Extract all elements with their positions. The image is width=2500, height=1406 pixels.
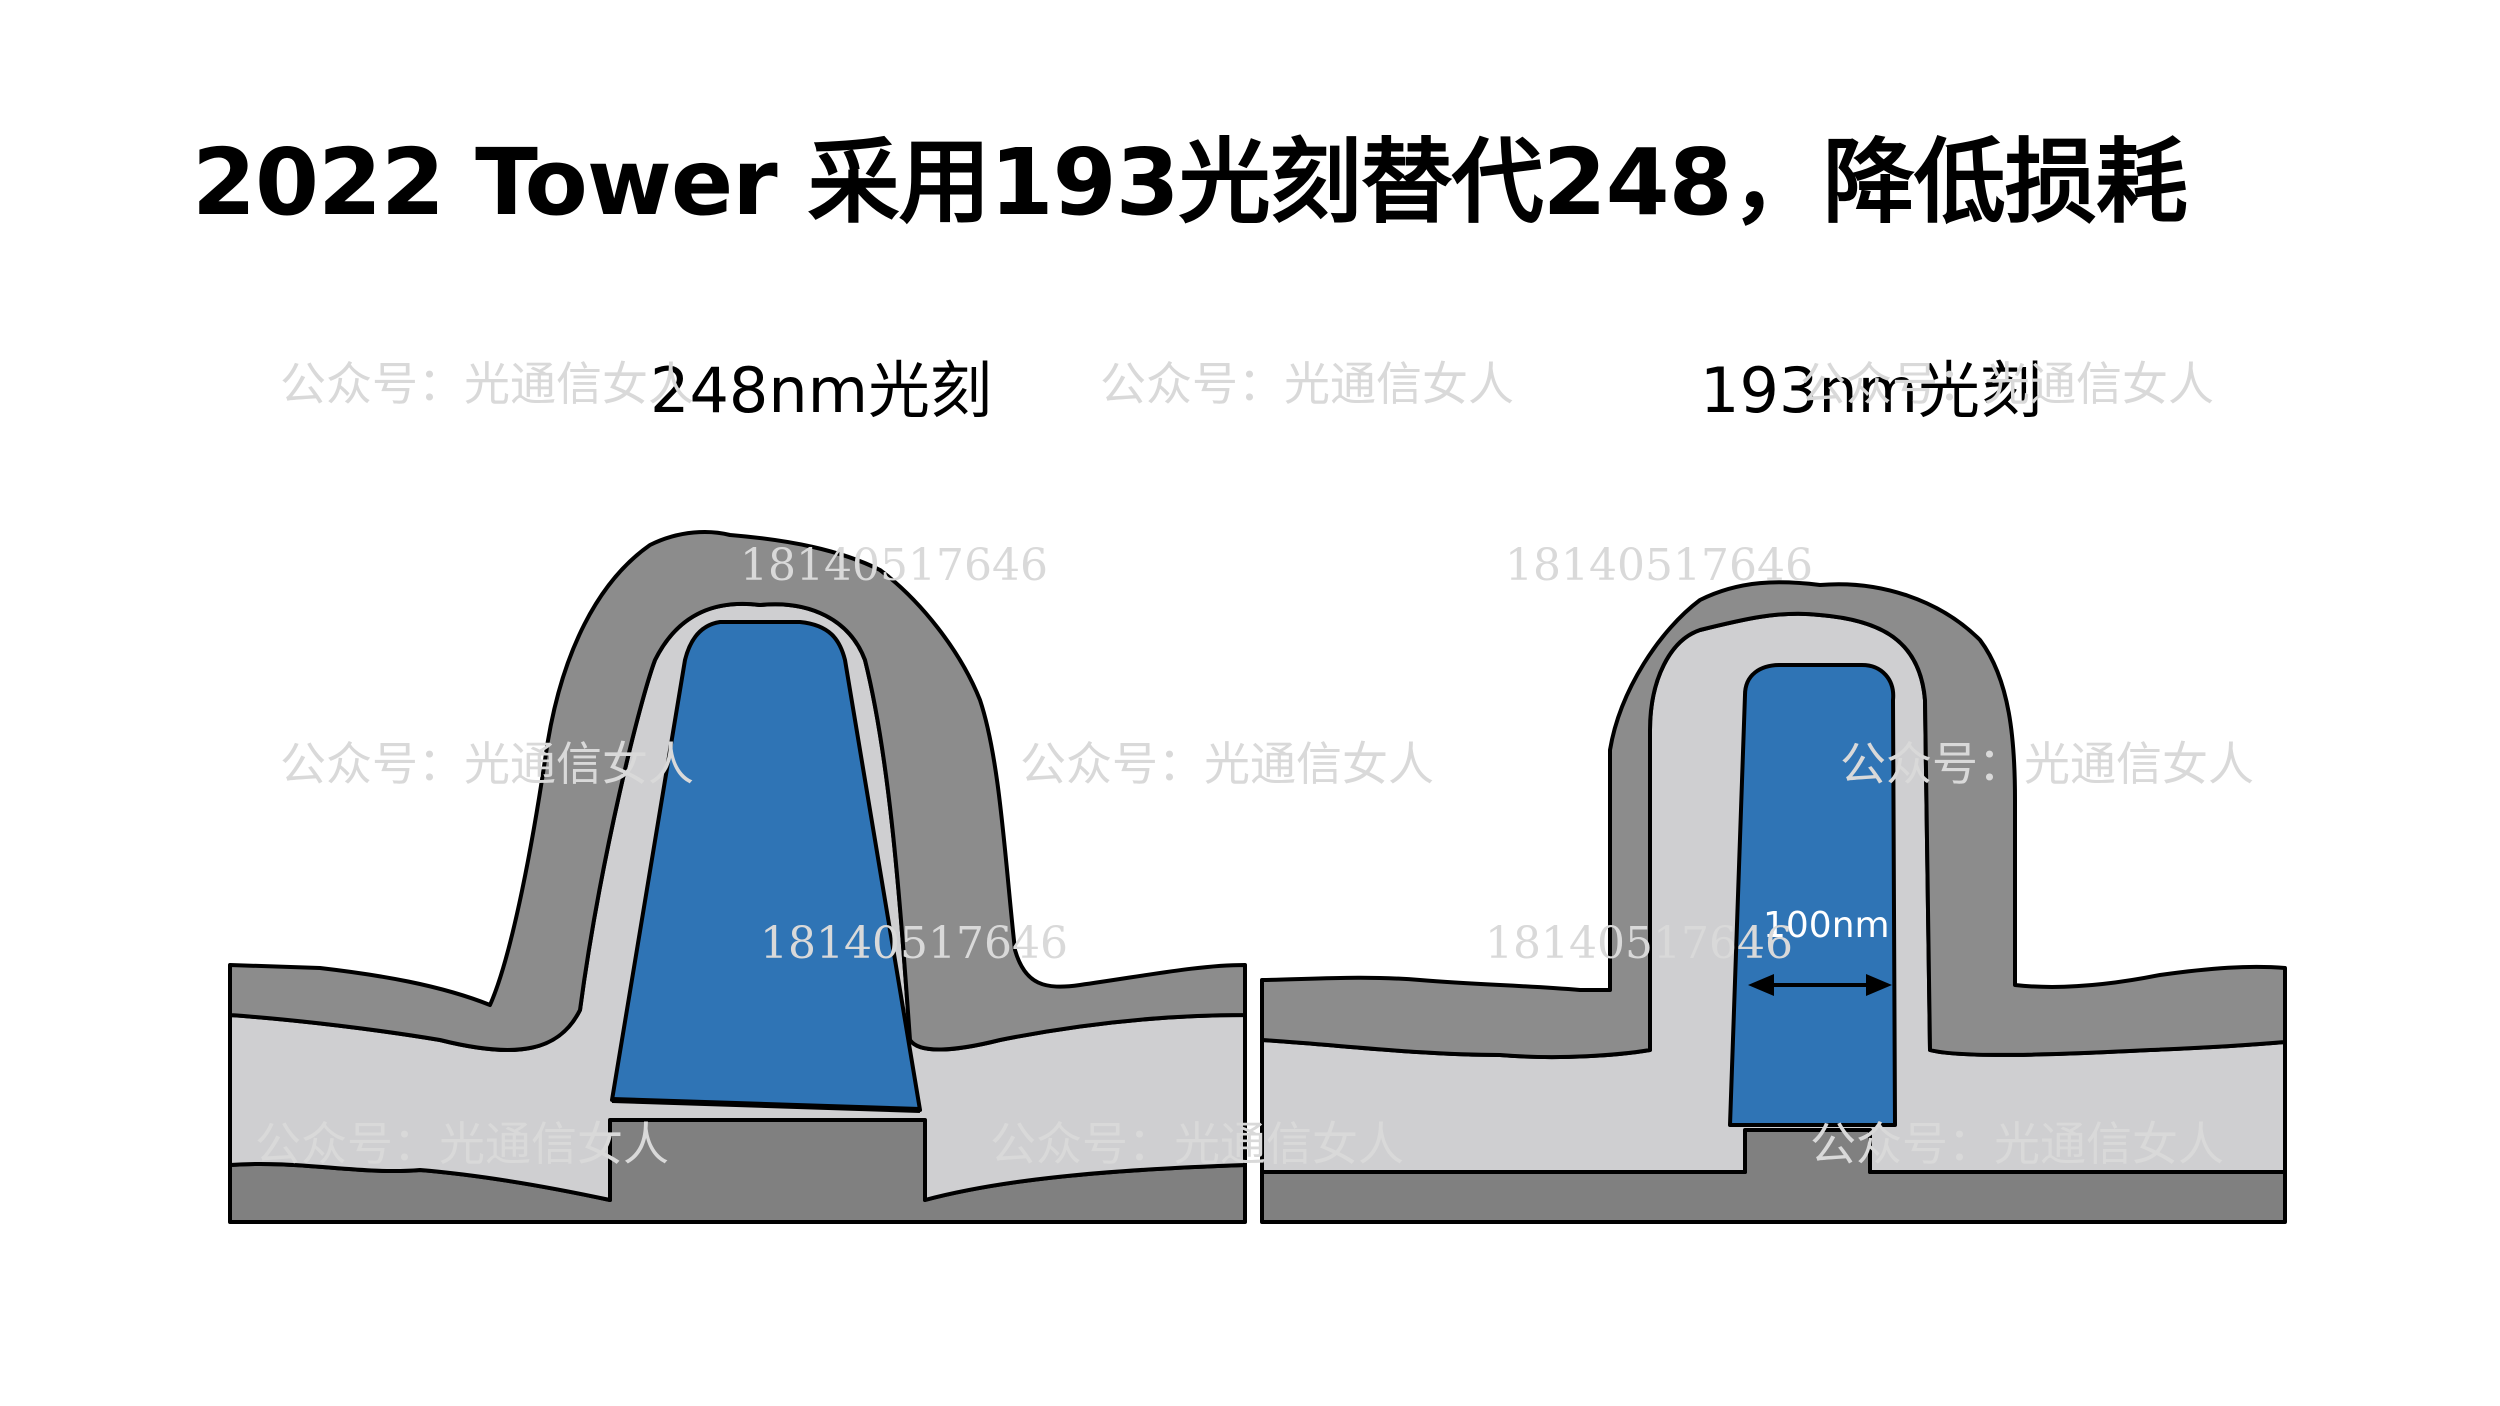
right-cross-section <box>1260 580 2287 1224</box>
right-panel-label: 193nm光刻 <box>1700 354 2043 427</box>
left-cross-section <box>228 530 1247 1224</box>
watermark-number: 18140517646 <box>1505 540 1813 591</box>
watermark-text: 公众号：光通信女人 <box>1810 1117 2224 1171</box>
watermark-text: 公众号：光通信女人 <box>280 357 694 411</box>
watermark-text: 公众号：光通信女人 <box>1100 357 1514 411</box>
watermark-text: 公众号：光通信女人 <box>1020 737 1434 791</box>
watermark-text: 公众号：光通信女人 <box>1800 357 2214 411</box>
width-label: 100nm <box>1763 905 1890 946</box>
watermark-text: 公众号：光通信女人 <box>255 1117 669 1171</box>
watermark-text: 公众号：光通信女人 <box>1840 737 2254 791</box>
right-outer-cladding <box>1260 580 2287 1060</box>
left-panel-label: 248nm光刻 <box>650 354 993 427</box>
width-arrow <box>1748 974 1892 996</box>
watermark-text: 公众号：光通信女人 <box>280 737 694 791</box>
left-core <box>610 620 922 1112</box>
right-core <box>1728 663 1897 1127</box>
watermark-number: 18140517646 <box>760 918 1068 969</box>
left-core-base-line <box>611 1097 921 1113</box>
watermark-text: 公众号：光通信女人 <box>990 1117 1404 1171</box>
watermark-number: 18140517646 <box>740 540 1048 591</box>
page-title: 2022 Tower 采用193光刻替代248，降低损耗 <box>192 129 2188 236</box>
left-outer-cladding <box>228 530 1247 1052</box>
watermark-number: 18140517646 <box>1485 918 1793 969</box>
